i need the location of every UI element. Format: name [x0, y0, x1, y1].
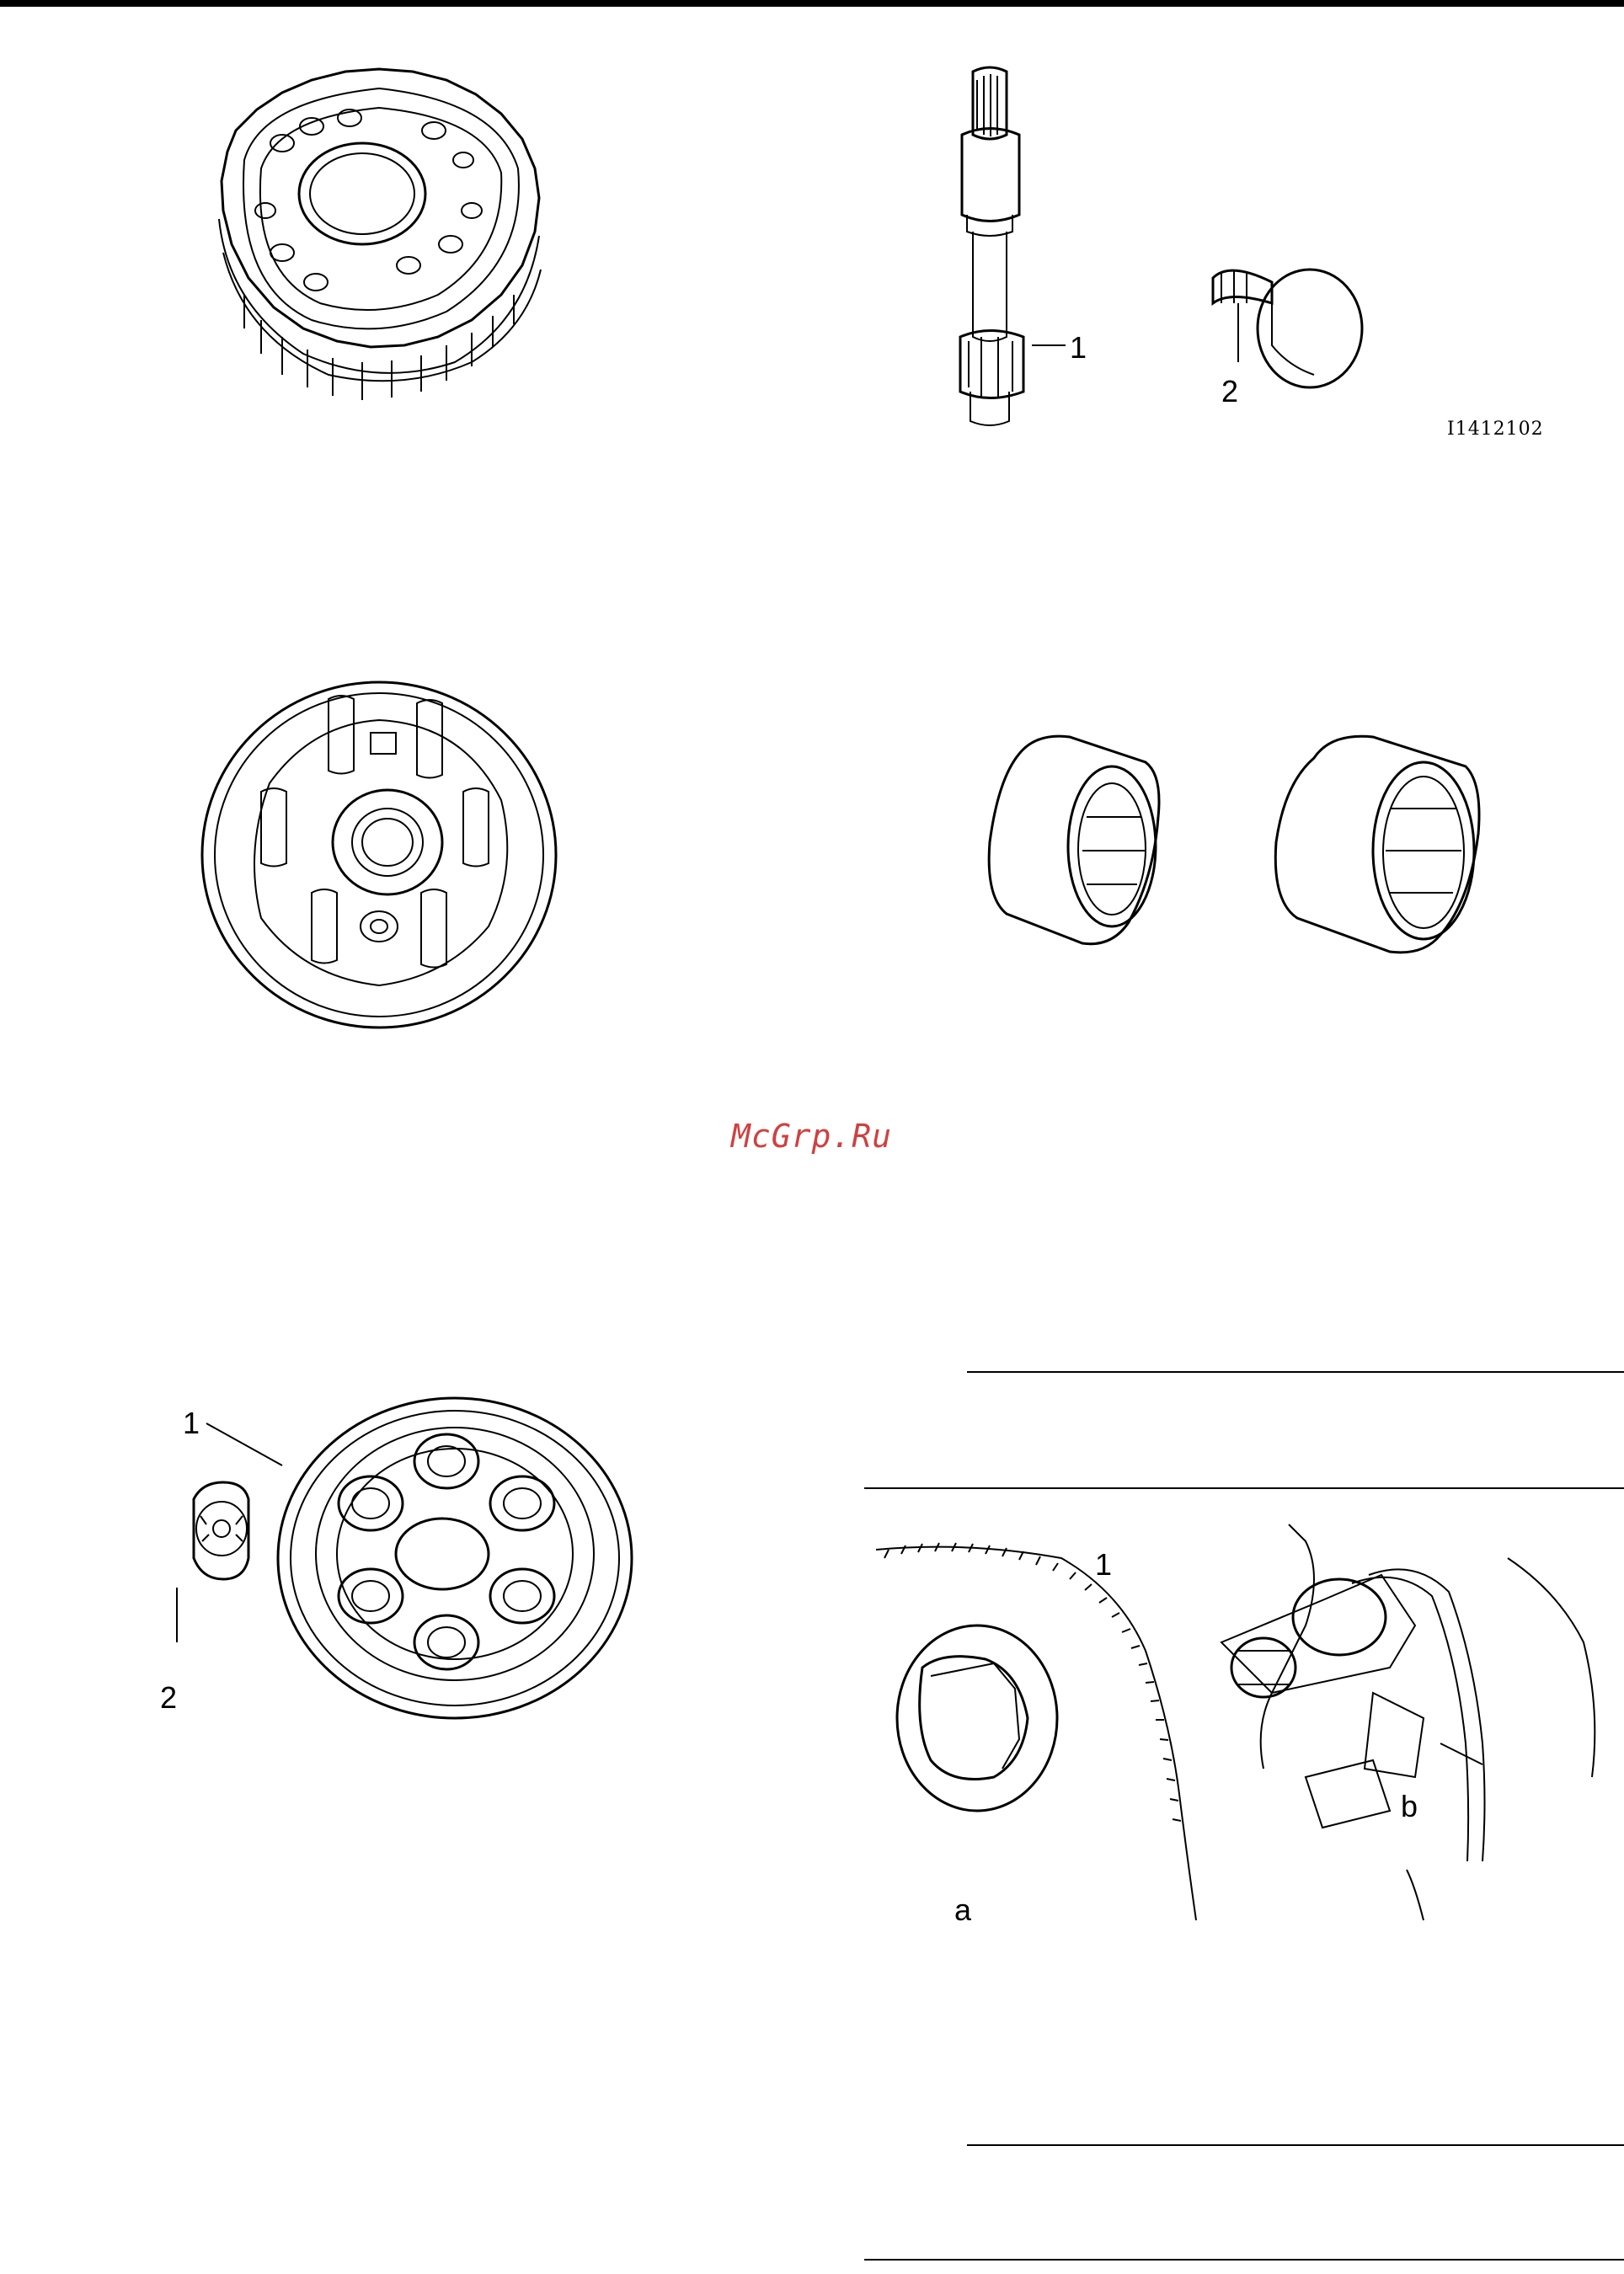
primary-shaft-and-tool-illustration: [952, 51, 1390, 438]
callout-shaft-1: 1: [1070, 333, 1087, 363]
figure-code: I1412102: [1447, 419, 1544, 440]
callout-gear-1: 1: [1095, 1550, 1112, 1580]
needle-bearings-illustration: [960, 716, 1533, 969]
callout-bearing-2: 2: [160, 1683, 177, 1713]
clutch-hub-with-bearing-illustration: [135, 1398, 640, 1760]
clutch-hub-with-studs-illustration: [194, 674, 564, 1044]
rule-2: [864, 1487, 1624, 1489]
watermark: McGrp.Ru: [731, 1118, 892, 1155]
rule-1: [967, 1371, 1624, 1373]
rule-3: [967, 2144, 1624, 2146]
callout-tool-2: 2: [1221, 376, 1238, 407]
clutch-housing-gear-illustration: [194, 51, 564, 413]
callout-hub-1: 1: [183, 1408, 200, 1439]
crankcase-gear-and-chain-illustration: [868, 1524, 1609, 1946]
rule-4: [864, 2259, 1624, 2261]
top-rule: [0, 0, 1624, 7]
callout-mark-b: b: [1401, 1791, 1418, 1822]
callout-mark-a: a: [954, 1895, 971, 1925]
